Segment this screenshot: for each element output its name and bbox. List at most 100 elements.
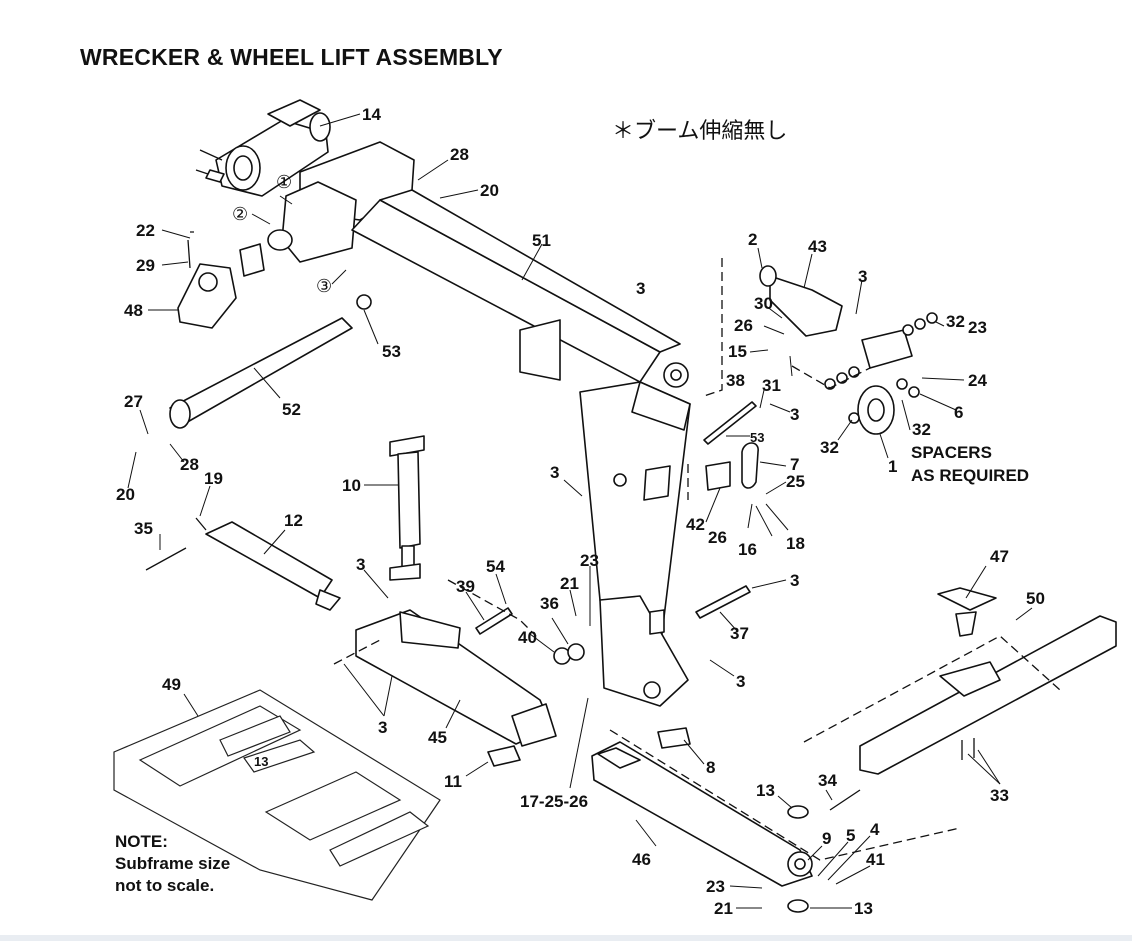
- part-number-label: 3: [378, 718, 387, 737]
- pin-37-part: [695, 585, 751, 619]
- part-number-label: 12: [284, 511, 303, 530]
- part-number-label: 18: [786, 534, 805, 553]
- winch-part: [195, 99, 331, 197]
- part-number-label: 54: [486, 557, 505, 576]
- spacers-line-2: AS REQUIRED: [911, 466, 1030, 485]
- bushing-part: [239, 243, 265, 277]
- part-number-label: 3: [636, 279, 645, 298]
- mast-part: [579, 381, 691, 707]
- part-number-label: 35: [134, 519, 153, 538]
- part-number-label: 24: [968, 371, 987, 390]
- part-number-label: 3: [736, 672, 745, 691]
- part-number-label: 13: [756, 781, 775, 800]
- part-number-label: 48: [124, 301, 143, 320]
- note-line-3: not to scale.: [115, 876, 215, 895]
- part-number-label: 19: [204, 469, 223, 488]
- part-number-label: 49: [162, 675, 181, 694]
- part-number-label: 53: [382, 342, 401, 361]
- part-number-label: 47: [990, 547, 1009, 566]
- page-title: WRECKER & WHEEL LIFT ASSEMBLY: [80, 44, 503, 70]
- part-number-label: 15: [728, 342, 747, 361]
- part-number-labels: 14 28 20 22 29 48 51 53 52 27 28 20 2 43…: [116, 105, 1045, 918]
- part-number-label: 17-25-26: [520, 792, 588, 811]
- part-number-label: 14: [362, 105, 381, 124]
- part-number-label: 39: [456, 577, 475, 596]
- part-number-label: 26: [708, 528, 727, 547]
- part-number-label: 8: [706, 758, 715, 777]
- bottom-strip: [0, 935, 1132, 941]
- part-number-label: 20: [480, 181, 499, 200]
- spacers-note: SPACERS AS REQUIRED: [911, 441, 1029, 487]
- boom-51-part: [267, 141, 689, 388]
- part-number-label: 28: [450, 145, 469, 164]
- part-number-label: 31: [762, 376, 781, 395]
- note-line-2: Subframe size: [115, 854, 231, 873]
- part-number-label: 29: [136, 256, 155, 275]
- shaft-52-part: [169, 294, 372, 429]
- part-number-label: 36: [540, 594, 559, 613]
- part-number-label: 32: [912, 420, 931, 439]
- shackle-7-part: [741, 442, 759, 489]
- note-line-1: NOTE:: [115, 832, 168, 851]
- part-number-label: 23: [580, 551, 599, 570]
- subframe-49-part: 13: [113, 689, 441, 901]
- subframe-note: NOTE: Subframe size not to scale.: [115, 831, 230, 897]
- pin-39-part: [475, 607, 513, 635]
- pin-38-part: [703, 401, 757, 445]
- part-number-label: 7: [790, 455, 799, 474]
- japanese-annotation: ＊ブーム伸縮無し: [612, 119, 788, 144]
- part-number-label: 16: [738, 540, 757, 559]
- part-number-label: 33: [990, 786, 1009, 805]
- crossbar-46-part: [591, 741, 861, 913]
- part-number-label: 4: [870, 820, 880, 839]
- bracket-48-part: [177, 231, 237, 329]
- circled-label-3: ③: [316, 276, 332, 297]
- part-number-label: 27: [124, 392, 143, 411]
- part-number-label: 30: [754, 294, 773, 313]
- part-number-label: 3: [356, 555, 365, 574]
- leader-lines: [127, 113, 1033, 909]
- part-number-label: 46: [632, 850, 651, 869]
- plate-42-part: [705, 461, 731, 491]
- part-number-label: 38: [726, 371, 745, 390]
- part-number-label: 45: [428, 728, 447, 747]
- part-number-label: 22: [136, 221, 155, 240]
- part-number-label: 3: [550, 463, 559, 482]
- part-number-label: 52: [282, 400, 301, 419]
- part-number-label: 20: [116, 485, 135, 504]
- crossbar-50-part: [859, 587, 1117, 775]
- part-number-label: 37: [730, 624, 749, 643]
- part-number-label: 3: [790, 405, 799, 424]
- part-number-label: 21: [714, 899, 733, 918]
- alignment-lines: [333, 258, 1061, 861]
- sheave-assembly-part: [759, 265, 938, 435]
- circled-label-1: ①: [276, 172, 292, 193]
- pad-11-part: [487, 745, 521, 767]
- part-number-label: 51: [532, 231, 551, 250]
- part-number-label: 21: [560, 574, 579, 593]
- part-number-label: 32: [820, 438, 839, 457]
- part-number-label: 3: [790, 571, 799, 590]
- part-number-label: 53: [750, 430, 764, 445]
- part-number-label: 5: [846, 826, 855, 845]
- circled-label-2: ②: [232, 204, 248, 225]
- lift-arm-45-part: [355, 609, 557, 747]
- part-number-label: 43: [808, 237, 827, 256]
- part-number-label: 32: [946, 312, 965, 331]
- part-number-label: 25: [786, 472, 805, 491]
- cylinder-10-part: [389, 435, 425, 581]
- part-number-label: 42: [686, 515, 705, 534]
- part-number-label: 23: [706, 877, 725, 896]
- washer-36-part: [567, 643, 585, 661]
- spacers-line-1: SPACERS: [911, 443, 992, 462]
- part-number-label: 10: [342, 476, 361, 495]
- svg-text:13: 13: [254, 754, 268, 769]
- part-number-label: 50: [1026, 589, 1045, 608]
- part-number-label: 11: [444, 772, 462, 791]
- part-number-label: 26: [734, 316, 753, 335]
- part-number-label: 23: [968, 318, 987, 337]
- part-number-label: 28: [180, 455, 199, 474]
- part-number-label: 34: [818, 771, 837, 790]
